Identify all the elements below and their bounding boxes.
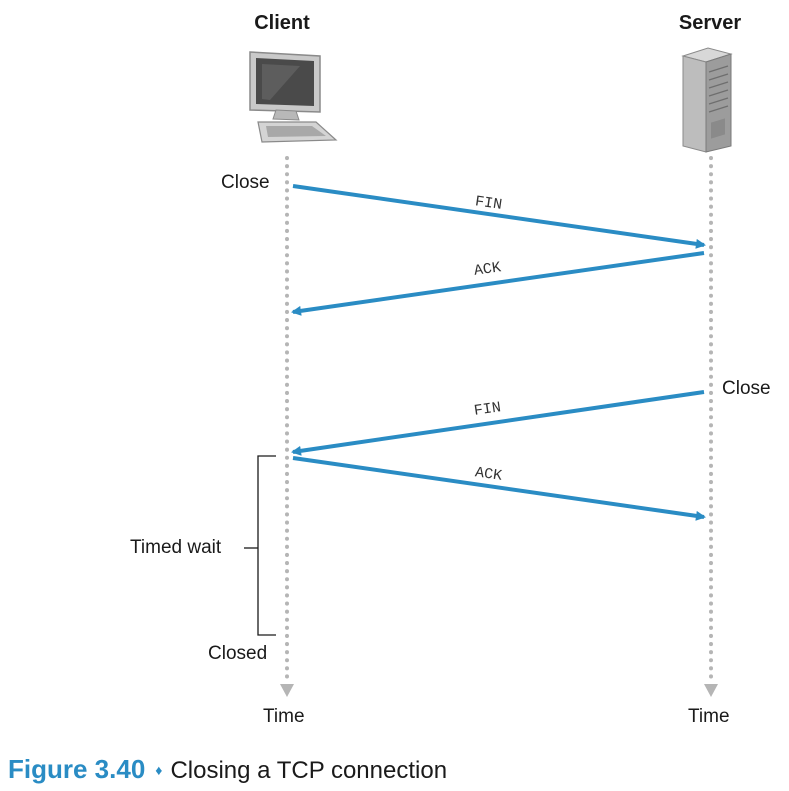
diagram-canvas: FIN ACK FIN ACK (244, 47, 733, 697)
fin-1-arrow (292, 184, 706, 249)
server-time-label: Time (688, 706, 730, 727)
ack-2-arrow (292, 456, 706, 521)
client-title: Client (254, 12, 310, 34)
figure-number: Figure 3.40 (8, 754, 146, 784)
computer-icon (249, 51, 338, 143)
ack-1-arrow (291, 251, 705, 316)
timed-wait-label: Timed wait (130, 537, 222, 558)
figure-caption: Figure 3.40 ♦ Closing a TCP connection (8, 754, 447, 785)
client-close-label: Close (221, 172, 270, 193)
server-icon (681, 47, 733, 153)
timed-wait-bracket (257, 455, 276, 636)
caption-text: Closing a TCP connection (170, 757, 448, 784)
closed-label: Closed (208, 643, 268, 664)
fin-2-label: FIN (473, 399, 502, 420)
server-title: Server (678, 12, 742, 34)
ack-1-label: ACK (473, 259, 502, 280)
client-time-label: Time (263, 706, 305, 727)
fin-2-arrow (291, 390, 705, 456)
tcp-close-diagram: Client Server (130, 12, 771, 727)
server-timeline-arrowhead (704, 684, 718, 697)
caption-separator: ♦ (155, 762, 163, 778)
client-timeline-arrowhead (280, 684, 294, 697)
fin-1-label: FIN (474, 193, 503, 214)
ack-2-label: ACK (474, 464, 503, 485)
server-close-label: Close (722, 378, 771, 399)
